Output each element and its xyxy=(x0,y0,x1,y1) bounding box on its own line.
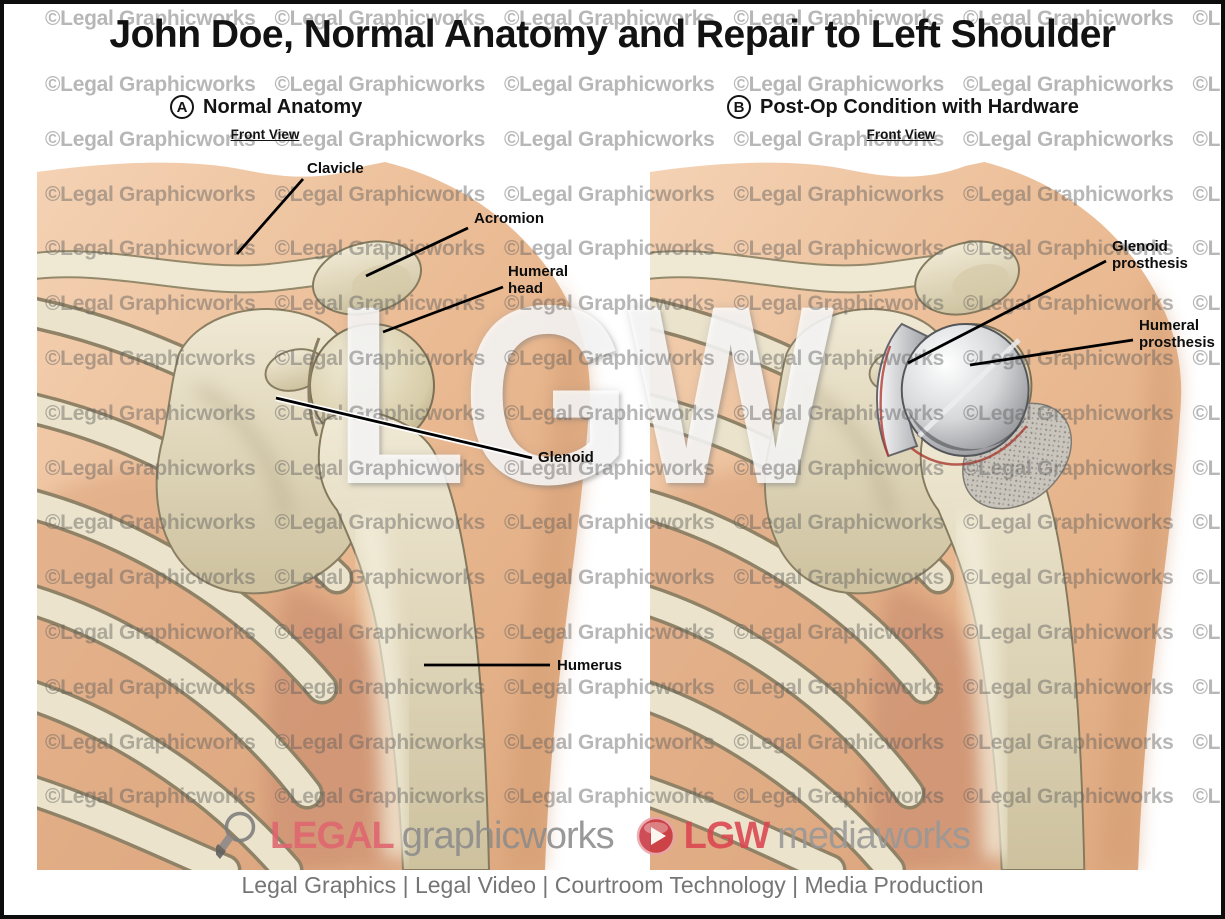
brand1-secondary: graphicworks xyxy=(401,814,615,857)
watermark-text: ©Legal Graphicworks xyxy=(504,73,715,96)
panel-b-heading: Post-Op Condition with Hardware xyxy=(760,95,1079,118)
panel-a-view-label: Front View xyxy=(230,127,300,142)
circle-b-marker: B xyxy=(727,95,751,119)
watermark-text: ©Legal Graphicworks xyxy=(45,127,256,151)
watermark-text: ©Legal Graphicworks xyxy=(45,73,256,96)
label-glenoid-prosthesis: Glenoid prosthesis xyxy=(1112,238,1188,273)
brand1-primary: LEGAL xyxy=(269,814,395,857)
label-glenoid: Glenoid xyxy=(538,449,594,466)
watermark-text: ©Legal Graphicworks xyxy=(963,73,1174,96)
watermark-text: ©Legal Graphicworks xyxy=(963,127,1174,151)
watermark-text: ©Legal Graphicworks xyxy=(504,127,715,151)
panel-a-heading: Normal Anatomy xyxy=(203,95,363,118)
watermark-text: ©Legal Graphicworks xyxy=(274,127,486,151)
label-clavicle: Clavicle xyxy=(307,160,364,177)
label-humerus: Humerus xyxy=(557,657,623,674)
panel-a-header: A Normal Anatomy xyxy=(170,95,362,119)
watermark-text: ©Legal Graphicworks xyxy=(1192,127,1225,151)
watermark-text: ©Legal Graphicworks xyxy=(1192,73,1225,96)
magnifier-icon xyxy=(215,811,256,859)
label-humeral-prosthesis: Humeral prosthesis xyxy=(1139,317,1215,352)
label-acromion: Acromion xyxy=(474,210,545,227)
play-icon xyxy=(636,816,675,856)
label-humeral-head: Humeral head xyxy=(508,263,569,298)
watermark-text: ©Legal Graphicworks xyxy=(733,73,945,96)
services-tagline: Legal Graphics | Legal Video | Courtroom… xyxy=(241,872,984,898)
brand2-secondary: mediaworks xyxy=(777,814,971,857)
page-title: John Doe, Normal Anatomy and Repair to L… xyxy=(109,13,1116,56)
brand-logos: LEGAL graphicworks LGW mediaworks xyxy=(215,810,984,862)
panel-b-view-label: Front View xyxy=(866,127,936,142)
circle-a-marker: A xyxy=(170,95,194,119)
brand2-primary: LGW xyxy=(683,814,771,857)
watermark-text: ©Legal Graphicworks xyxy=(274,73,486,96)
panel-b-header: B Post-Op Condition with Hardware xyxy=(727,95,1079,119)
